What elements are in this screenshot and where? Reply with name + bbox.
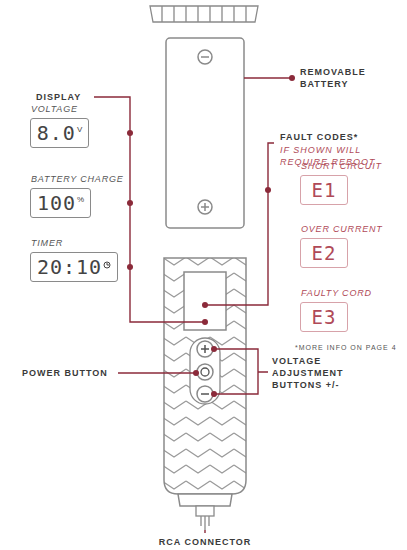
callout-label: REMOVABLE BATTERY [300,66,400,90]
fault-code-box: FAULTY CORDE3 [300,302,348,332]
box-heading: FAULTY CORD [301,288,372,298]
display-value: E3 [312,306,337,328]
display-value: 8.0 [37,121,76,145]
callout-label: FAULT CODES* [280,131,400,143]
callout-label: DISPLAY [36,91,96,103]
callout-label: IF SHOWN WILL REQUIRE REBOOT [280,144,390,168]
leader-dots [127,75,295,397]
display-value: 20:10 [37,255,102,279]
battery-cap [150,6,258,22]
fault-code-box: OVER CURRENTE2 [300,238,348,268]
box-heading: TIMER [31,238,63,248]
fault-code-box: SHORT CIRCUITE1 [300,175,348,205]
display-box: VOLTAGE8.0V [30,118,89,148]
unit-symbol: V [77,125,82,134]
callout-label: VOLTAGE ADJUSTMENT BUTTONS +/- [272,355,377,391]
callout-label: *MORE INFO ON PAGE 4 [295,342,403,354]
display-value: E1 [312,179,337,201]
display-box: BATTERY CHARGE100% [30,188,91,218]
box-heading: OVER CURRENT [301,224,383,234]
callout-label: POWER BUTTON [22,367,118,379]
unit-symbol: % [77,195,84,204]
box-heading: VOLTAGE [31,104,78,114]
callout-label: RCA CONNECTOR [140,536,270,548]
timer-icon [103,261,111,269]
display-value: 100 [37,191,76,215]
box-heading: BATTERY CHARGE [31,174,124,184]
removable-battery [166,38,244,228]
display-box: TIMER20:10 [30,252,118,282]
display-value: E2 [312,242,337,264]
leader-lines [94,78,292,533]
